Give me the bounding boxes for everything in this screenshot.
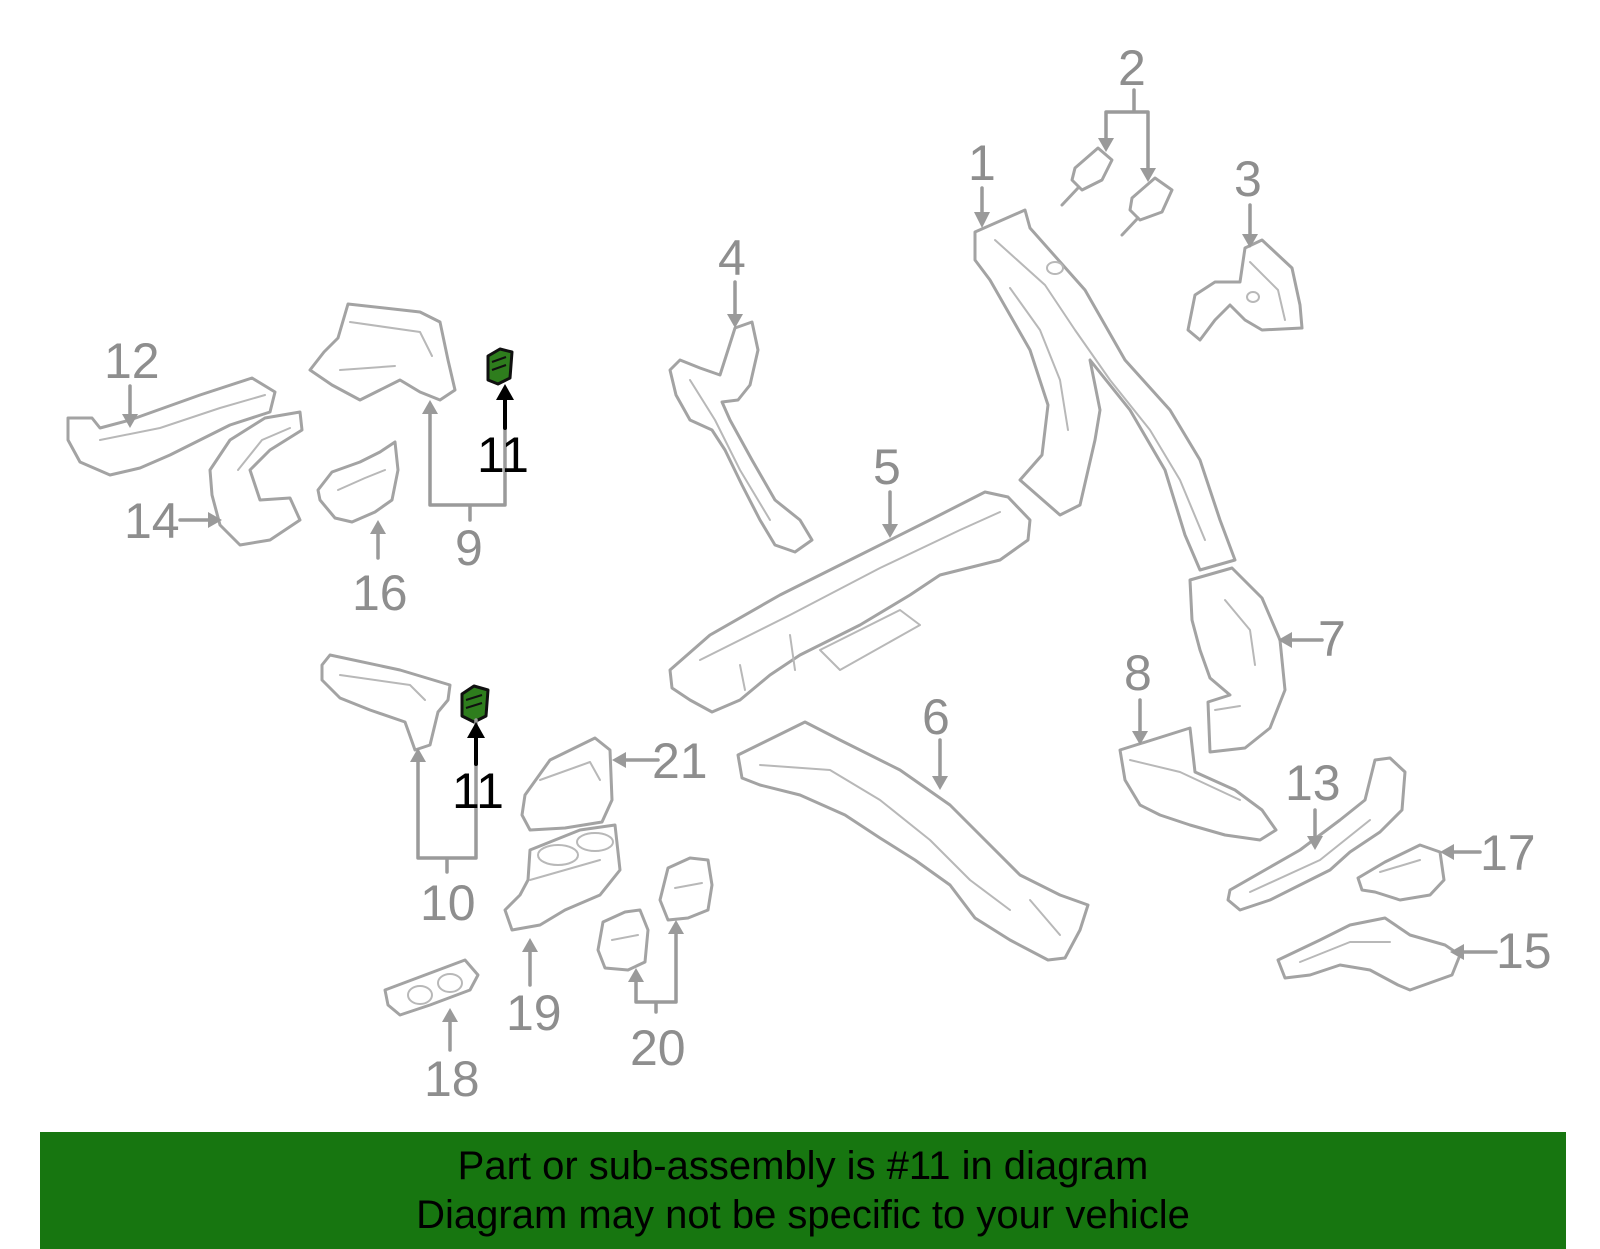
- callout-9: 9: [455, 520, 483, 576]
- part-10-duct: [320, 653, 452, 752]
- part-1-duct: [973, 208, 1237, 572]
- callout-11-a: 11: [477, 427, 529, 483]
- callout-4: 4: [718, 230, 746, 286]
- part-11-highlighted-a: [486, 347, 514, 386]
- callout-17: 17: [1480, 825, 1536, 881]
- callout-19: 19: [506, 985, 562, 1041]
- part-13-duct: [1226, 756, 1407, 912]
- callouts: 1 2 3 4 5 6 7 8 9 10 12 13 14 15 16 17 1…: [104, 40, 1552, 1107]
- callout-6: 6: [922, 689, 950, 745]
- part-18-bezel: [383, 958, 480, 1017]
- info-banner: Part or sub-assembly is #11 in diagram D…: [40, 1132, 1566, 1249]
- part-3-elbow-duct: [1186, 238, 1304, 342]
- part-7-duct: [1188, 566, 1287, 754]
- callout-18: 18: [424, 1051, 480, 1107]
- callout-10: 10: [420, 875, 476, 931]
- part-5-main-duct: [668, 490, 1032, 714]
- part-16-duct: [316, 440, 400, 524]
- callout-8: 8: [1124, 645, 1152, 701]
- callout-1: 1: [968, 135, 996, 191]
- callout-12: 12: [104, 333, 160, 389]
- part-20-brackets: [596, 856, 714, 972]
- callout-20: 20: [630, 1020, 686, 1076]
- part-8-duct: [1118, 726, 1278, 842]
- part-9-duct: [308, 302, 457, 402]
- callout-2: 2: [1118, 40, 1146, 96]
- callout-7: 7: [1318, 611, 1346, 667]
- part-12-duct: [66, 376, 277, 477]
- highlight-leaders: [467, 384, 514, 766]
- part-15-duct: [1276, 916, 1462, 992]
- callout-16: 16: [352, 565, 408, 621]
- part-2-nozzles: [1060, 146, 1174, 237]
- part-21-duct: [520, 736, 614, 832]
- callout-5: 5: [873, 439, 901, 495]
- part-4-duct: [668, 320, 814, 554]
- part-6-duct: [736, 720, 1090, 962]
- part-14-duct: [208, 410, 304, 547]
- leader-lines: [122, 88, 1498, 1052]
- callout-21: 21: [652, 733, 708, 789]
- callout-13: 13: [1285, 755, 1341, 811]
- banner-line-1: Part or sub-assembly is #11 in diagram: [457, 1143, 1149, 1188]
- callout-11-b: 11: [452, 763, 504, 819]
- callout-15: 15: [1496, 923, 1552, 979]
- callout-3: 3: [1234, 151, 1262, 207]
- part-11-highlighted-b: [460, 684, 490, 724]
- part-19-housing: [503, 823, 622, 932]
- banner-line-2: Diagram may not be specific to your vehi…: [416, 1192, 1190, 1237]
- part-17-piece: [1356, 843, 1446, 902]
- callout-14: 14: [124, 493, 180, 549]
